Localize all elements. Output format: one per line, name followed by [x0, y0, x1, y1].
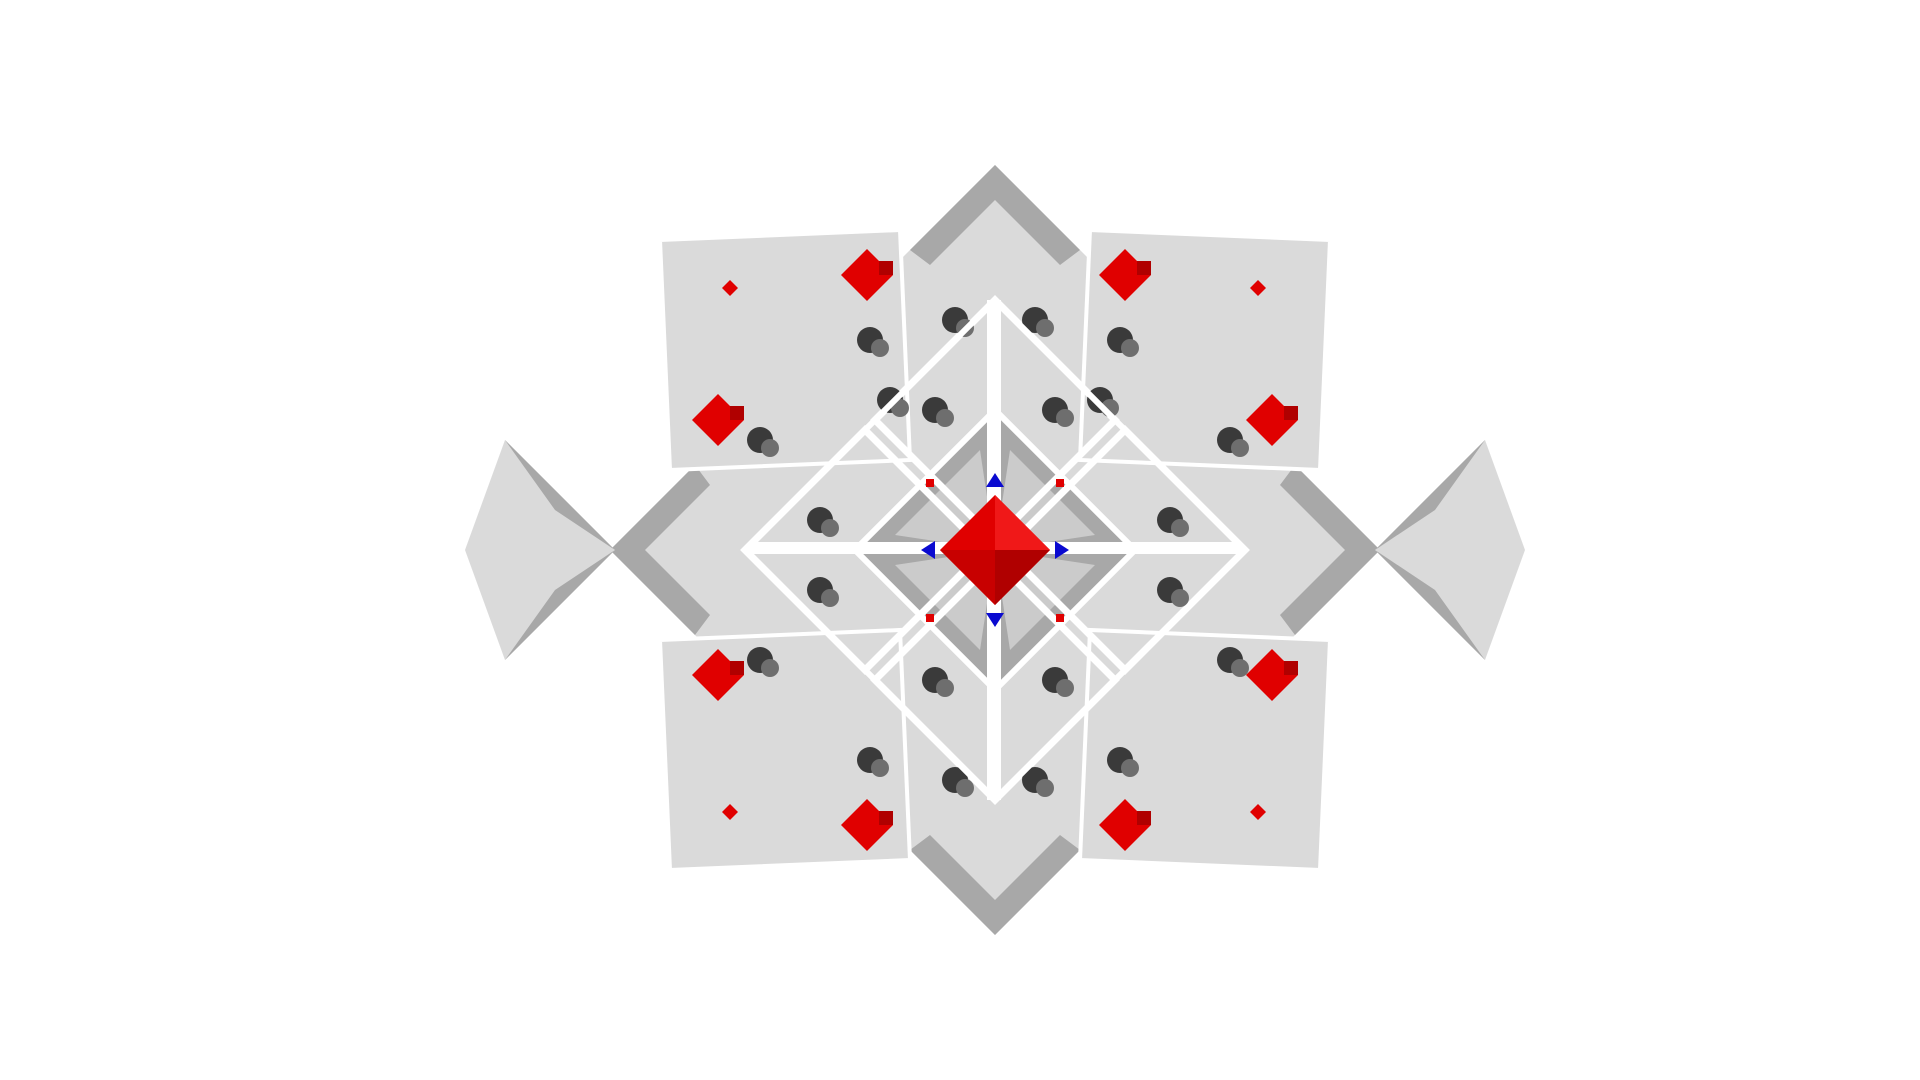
inner-red-dot — [926, 479, 934, 487]
small-red-marker — [722, 804, 738, 820]
facet-band — [610, 465, 710, 550]
facet-band — [1280, 550, 1380, 635]
facet-band — [610, 550, 710, 635]
dark-facet-blob-shadow — [821, 519, 839, 537]
inner-red-dot — [1056, 614, 1064, 622]
dark-facet-blob-shadow — [1121, 339, 1139, 357]
dark-facet-blob-shadow — [1036, 319, 1054, 337]
side-diamond-panel — [1375, 440, 1525, 660]
central-pyramid-facet — [940, 550, 995, 605]
red-marker-tab — [879, 811, 893, 825]
red-marker-tab — [1284, 406, 1298, 420]
dark-facet-blob-shadow — [936, 679, 954, 697]
blue-tip — [986, 473, 1004, 487]
dark-facet-blob-shadow — [871, 759, 889, 777]
red-marker-tab — [730, 661, 744, 675]
red-marker-tab — [879, 261, 893, 275]
small-red-marker — [1250, 280, 1266, 296]
diagonal-frame-line — [742, 297, 998, 553]
facet-band — [910, 835, 995, 935]
dark-facet-blob-shadow — [1056, 679, 1074, 697]
facet-band — [910, 165, 995, 265]
dark-facet-blob-shadow — [1231, 659, 1249, 677]
facet-band — [995, 835, 1080, 935]
red-marker-tab — [1137, 261, 1151, 275]
facet-band — [1280, 465, 1380, 550]
dark-facet-blob-shadow — [761, 439, 779, 457]
dark-facet-blob-shadow — [761, 659, 779, 677]
dark-facet-blob-shadow — [871, 339, 889, 357]
dark-facet-blob-shadow — [821, 589, 839, 607]
side-diamond-shade — [1375, 550, 1485, 660]
red-marker-tab — [1137, 811, 1151, 825]
red-marker-tab — [730, 406, 744, 420]
side-diamond-shade — [1375, 440, 1485, 550]
side-diamond-shade — [505, 550, 615, 660]
dark-facet-blob-shadow — [1171, 519, 1189, 537]
dark-facet-blob-shadow — [1121, 759, 1139, 777]
central-pyramid-facet — [995, 550, 1050, 605]
inner-red-dot — [1056, 479, 1064, 487]
red-marker-tab — [1284, 661, 1298, 675]
dark-facet-blob-shadow — [1231, 439, 1249, 457]
facet-band — [995, 165, 1080, 265]
blue-tip — [1055, 541, 1069, 559]
diagonal-frame-line — [742, 547, 998, 803]
small-red-marker — [722, 280, 738, 296]
side-diamond-panel — [465, 440, 615, 660]
dark-facet-blob-shadow — [936, 409, 954, 427]
dark-facet-blob-shadow — [1056, 409, 1074, 427]
crystal-model — [465, 165, 1525, 935]
dark-facet-blob-shadow — [1171, 589, 1189, 607]
central-pyramid-facet — [995, 495, 1050, 550]
inner-red-dot — [926, 614, 934, 622]
diagonal-frame-line — [992, 547, 1248, 803]
small-red-marker — [1250, 804, 1266, 820]
diagonal-frame-line — [992, 297, 1248, 553]
side-diamond-shade — [505, 440, 615, 550]
dark-facet-blob-shadow — [956, 779, 974, 797]
dark-facet-blob-shadow — [1036, 779, 1054, 797]
blue-tip — [921, 541, 935, 559]
blue-tip — [986, 613, 1004, 627]
